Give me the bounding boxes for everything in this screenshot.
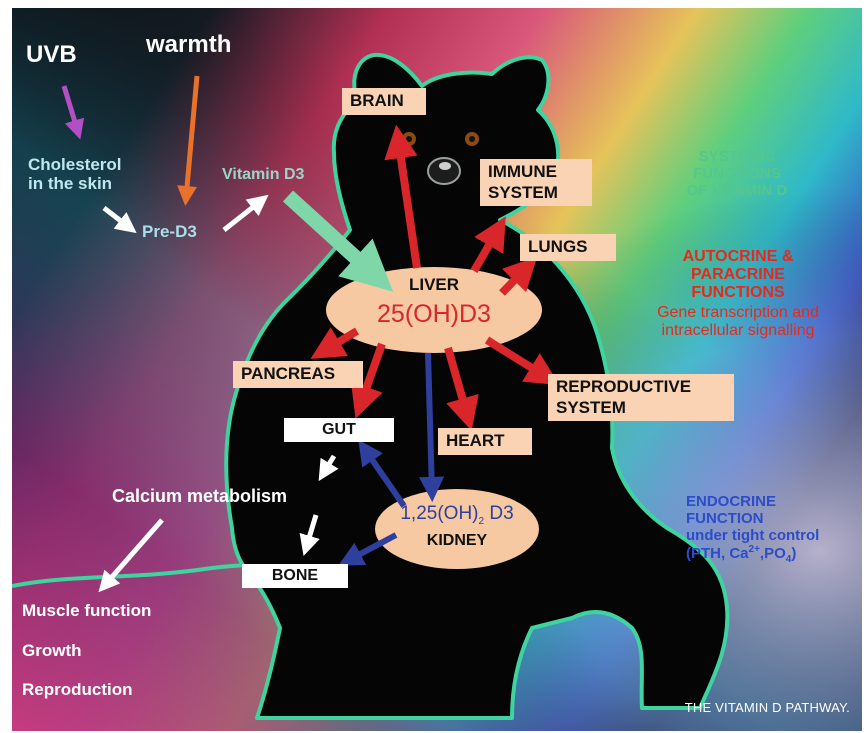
brain-box: BRAIN — [342, 88, 426, 115]
warmth-label: warmth — [146, 32, 231, 59]
growth-label: Growth — [22, 641, 82, 660]
lungs-box: LUNGS — [520, 234, 616, 261]
reproductive-system-box: REPRODUCTIVE SYSTEM — [548, 374, 734, 421]
systemic-functions-label: SYSTEMIC FUNCTIONS OF VITAMIN D — [652, 149, 822, 199]
endocrine-function-label: ENDOCRINE FUNCTION under tight control (… — [686, 494, 819, 566]
nose-icon — [428, 158, 460, 184]
gut-box: GUT — [284, 418, 394, 442]
liver-metabolite-label: 25(OH)D3 — [326, 300, 542, 329]
uvb-label: UVB — [26, 42, 77, 69]
liver-label: LIVER — [326, 275, 542, 295]
muscle-function-label: Muscle function — [22, 601, 151, 620]
pancreas-box: PANCREAS — [233, 361, 363, 388]
heart-box: HEART — [438, 428, 532, 455]
vitamin-d-pathway-diagram: UVB warmth Cholesterol in the skin Pre-D… — [12, 8, 862, 731]
cholesterol-label: Cholesterol in the skin — [28, 155, 122, 193]
pre-d3-label: Pre-D3 — [142, 222, 197, 241]
kidney-metabolite-label: 1,25(OH)2 D3 — [375, 503, 539, 527]
autocrine-paracrine-label: AUTOCRINE & PARACRINE FUNCTIONS Gene tra… — [626, 248, 850, 340]
diagram-graphics — [12, 8, 862, 731]
caption: THE VITAMIN D PATHWAY. — [685, 701, 850, 716]
reproduction-label: Reproduction — [22, 680, 133, 699]
calcium-metabolism-label: Calcium metabolism — [112, 486, 287, 506]
vitamin-d3-label: Vitamin D3 — [222, 166, 304, 184]
bone-box: BONE — [242, 564, 348, 588]
kidney-label: KIDNEY — [375, 532, 539, 550]
liver-to-kidney-arrow — [428, 353, 432, 492]
immune-system-box: IMMUNE SYSTEM — [480, 159, 592, 206]
